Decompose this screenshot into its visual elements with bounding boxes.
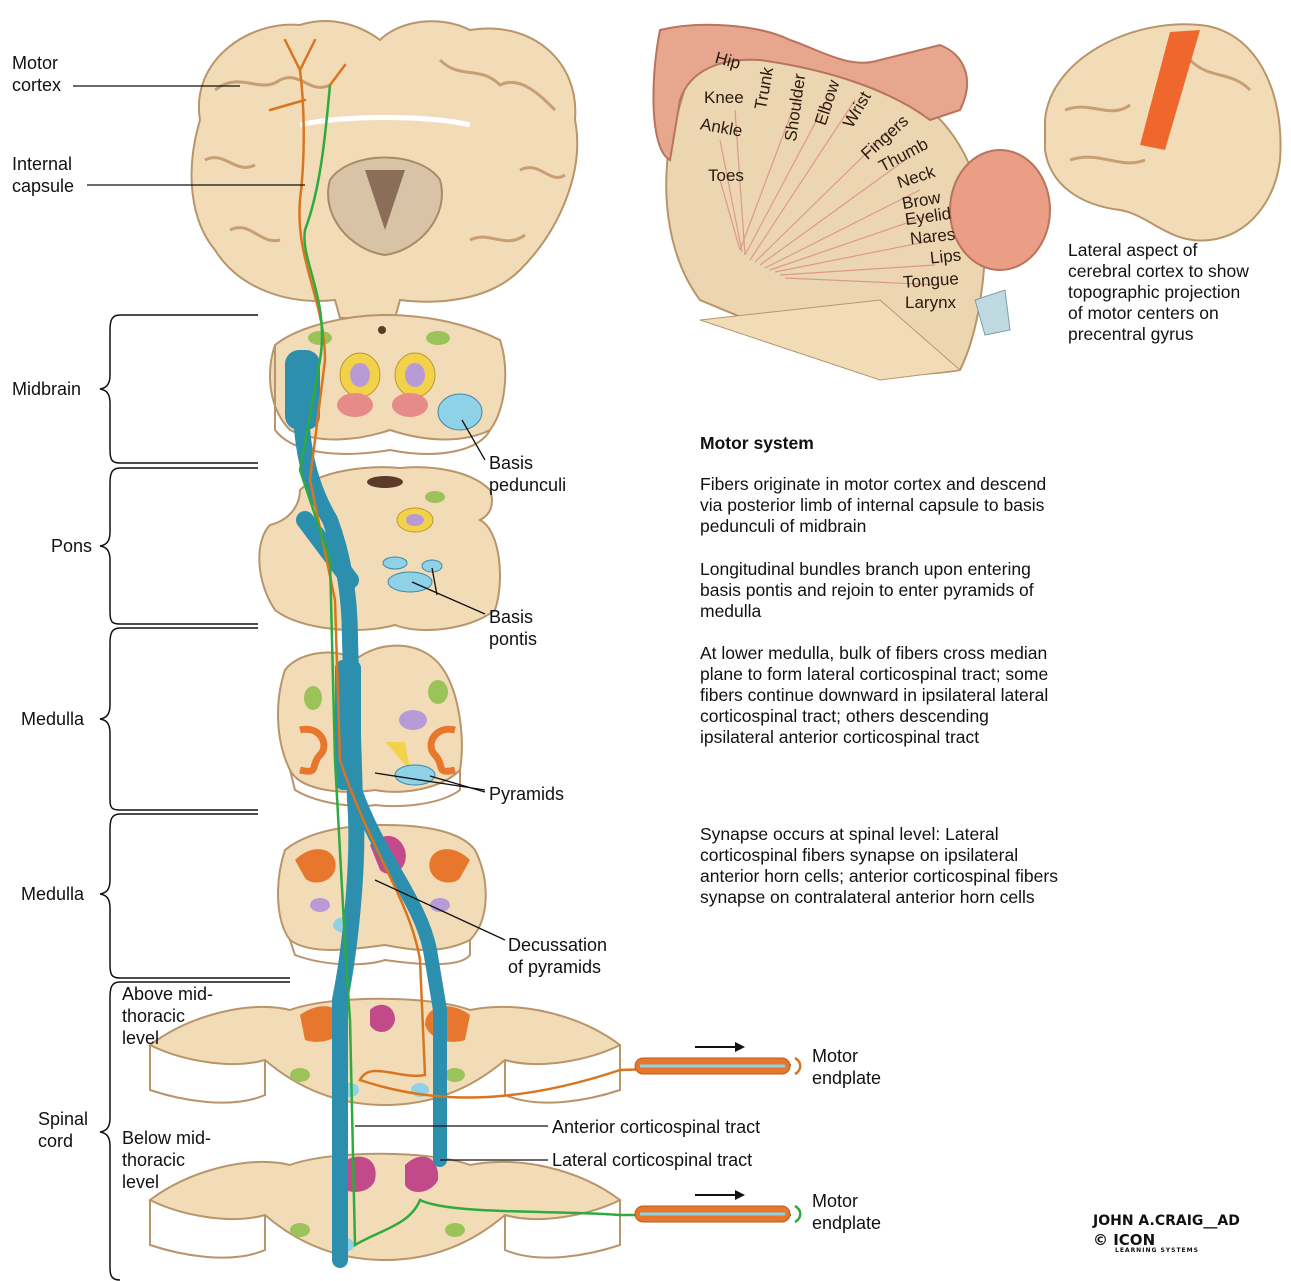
motor-homunculus [653,25,1050,380]
description-title: Motor system [700,433,1060,454]
label-medulla-lower: Medulla [21,883,84,905]
arrow-icon [695,1190,745,1200]
label-basis-pontis: Basis pontis [489,606,537,650]
description-paragraph: Synapse occurs at spinal level: Lateral … [700,824,1060,908]
pons-section [259,467,500,630]
label-motor-cortex: Motor cortex [12,52,61,96]
description-paragraph: Fibers originate in motor cortex and des… [700,474,1060,537]
label-motor-endplate: Motor endplate [812,1045,881,1089]
arrow-icon [695,1042,745,1052]
publisher-subtitle: LEARNING SYSTEMS [1115,1247,1240,1254]
label-below-mid-thoracic: Below mid- thoracic level [122,1127,211,1193]
artist-signature: JOHN A.CRAIG__AD © ICON LEARNING SYSTEMS [1093,1213,1240,1254]
lateral-brain-view [1045,24,1281,240]
label-above-mid-thoracic: Above mid- thoracic level [122,983,213,1049]
label-basis-pedunculi: Basis pedunculi [489,452,566,496]
label-medulla-upper: Medulla [21,708,84,730]
label-midbrain: Midbrain [12,378,81,400]
topo-knee: Knee [704,89,744,107]
label-anterior-corticospinal-tract: Anterior corticospinal tract [552,1116,760,1138]
description-paragraph: Longitudinal bundles branch upon enterin… [700,559,1060,622]
label-motor-endplate: Motor endplate [812,1190,881,1234]
label-decussation: Decussation of pyramids [508,934,607,978]
artist-name: JOHN A.CRAIG__AD [1093,1213,1240,1229]
label-spinal-cord: Spinal cord [38,1108,88,1152]
lateral-cortex-caption: Lateral aspect of cerebral cortex to sho… [1068,240,1249,345]
coronal-brain-section [192,21,578,318]
topo-larynx: Larynx [905,294,956,312]
label-lateral-corticospinal-tract: Lateral corticospinal tract [552,1149,752,1171]
topo-toes: Toes [708,167,744,185]
topo-lips: Lips [929,246,962,267]
publisher-logo: © ICON LEARNING SYSTEMS [1093,1231,1240,1254]
description-paragraph: At lower medulla, bulk of fibers cross m… [700,643,1060,748]
label-pyramids: Pyramids [489,783,564,805]
label-internal-capsule: Internal capsule [12,153,74,197]
label-pons: Pons [51,535,92,557]
spinal-cord-lower [150,1154,620,1260]
